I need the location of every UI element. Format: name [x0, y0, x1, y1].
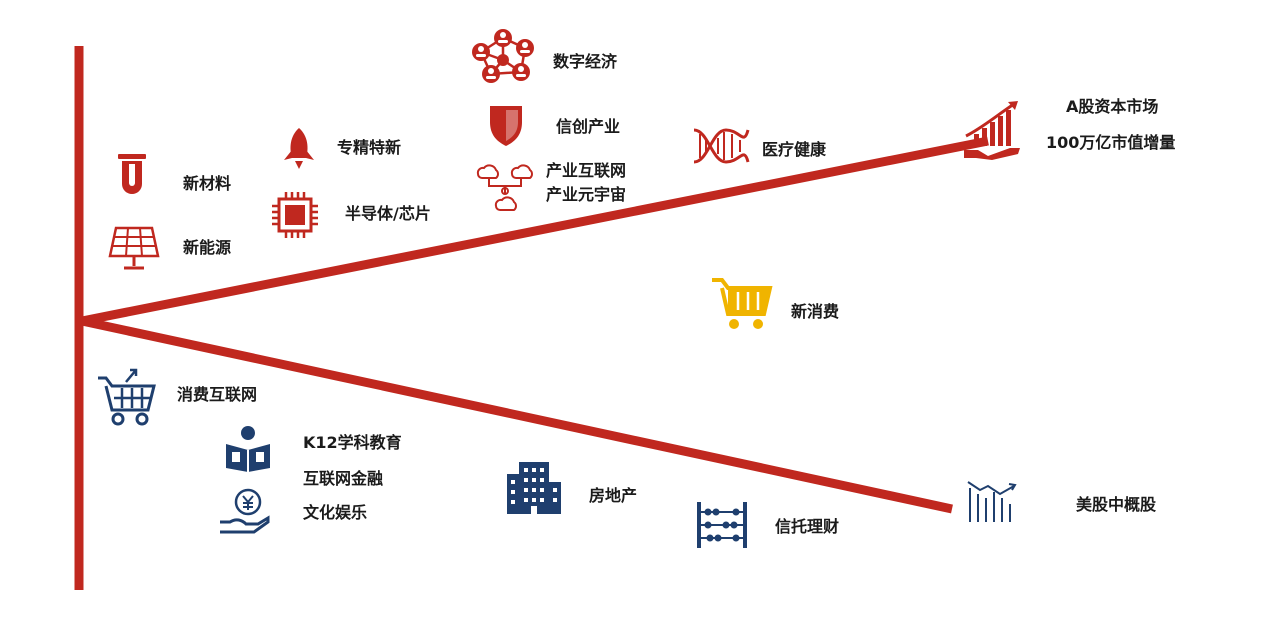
label-new-materials: 新材料 — [183, 174, 232, 193]
shopping-cart-icon — [712, 278, 773, 329]
label-market-cap-increment: 100万亿市值增量 — [1046, 133, 1176, 152]
shopping-cart-icon — [98, 368, 156, 426]
label-trust-wealth: 信托理财 — [775, 517, 840, 536]
label-industrial-internet: 产业互联网 — [546, 161, 627, 180]
declining-bars-icon — [967, 481, 1017, 522]
upper-branch-line — [81, 136, 989, 326]
label-k12-education: K12学科教育 — [303, 433, 402, 452]
label-internet-finance: 互联网金融 — [303, 469, 384, 488]
chip-icon — [272, 192, 318, 238]
rocket-icon — [284, 128, 314, 169]
label-specialized-sme: 专精特新 — [337, 138, 402, 157]
dna-icon — [693, 128, 750, 164]
label-new-energy: 新能源 — [183, 238, 232, 257]
label-digital-economy: 数字经济 — [553, 52, 618, 71]
reading-person-icon — [226, 426, 270, 472]
label-a-share-market: A股资本市场 — [1066, 97, 1159, 116]
network-people-icon — [472, 29, 534, 83]
label-semiconductor: 半导体/芯片 — [345, 204, 431, 223]
shield-icon — [490, 106, 522, 146]
label-us-listed-china-stocks: 美股中概股 — [1076, 495, 1157, 514]
growth-chart-hand-icon — [964, 101, 1020, 160]
label-xinchuang: 信创产业 — [556, 117, 621, 136]
abacus-icon — [697, 502, 747, 548]
label-consumer-internet: 消费互联网 — [177, 385, 258, 404]
solar-panel-icon — [108, 226, 160, 270]
cloud-network-icon — [476, 164, 533, 211]
building-icon — [507, 462, 561, 514]
label-industrial-metaverse: 产业元宇宙 — [546, 185, 627, 204]
yuan-hand-icon — [220, 488, 270, 534]
label-new-consumption: 新消费 — [791, 302, 840, 321]
label-healthcare: 医疗健康 — [762, 140, 827, 159]
lower-branch-line — [81, 316, 953, 514]
label-real-estate: 房地产 — [589, 486, 638, 505]
label-culture-entertainment: 文化娱乐 — [303, 503, 368, 522]
test-tube-icon — [118, 154, 146, 194]
